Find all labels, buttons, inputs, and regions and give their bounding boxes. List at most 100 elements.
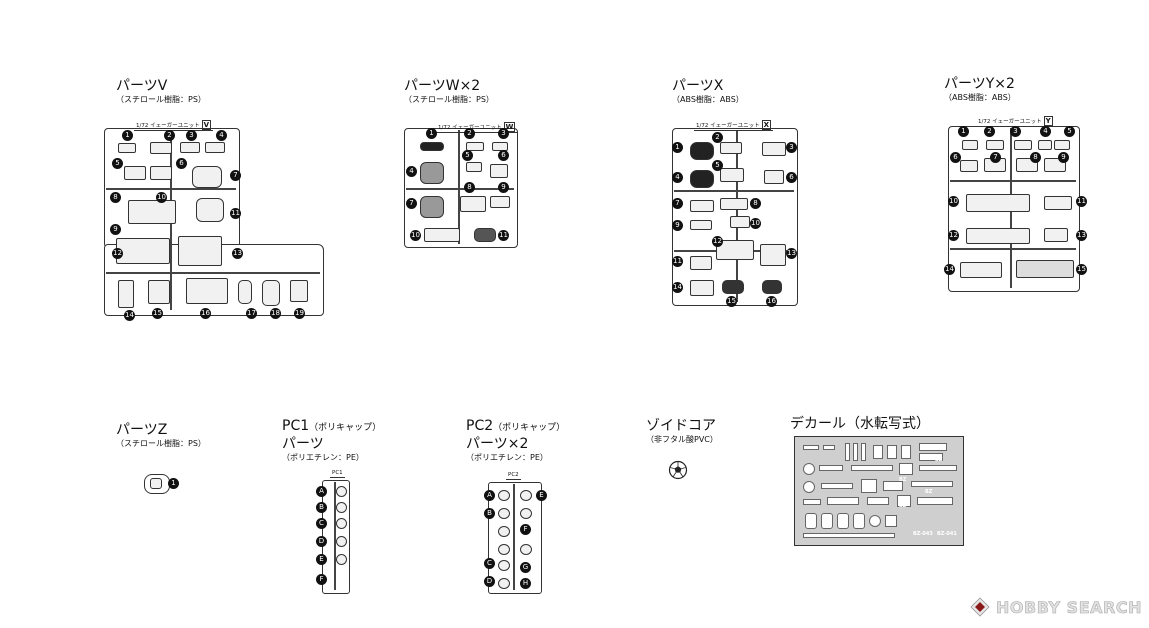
sprue-x-number: 9 bbox=[672, 220, 683, 231]
sprue-x-number: 14 bbox=[672, 282, 683, 293]
sprue-w-number: 11 bbox=[498, 230, 509, 241]
sprue-x-number: 12 bbox=[712, 236, 723, 247]
parts-x-heading: パーツX （ABS樹脂：ABS） bbox=[672, 78, 744, 105]
sprue-v-number: 2 bbox=[164, 130, 175, 141]
sprue-w-number: 5 bbox=[462, 150, 473, 161]
sprue-v-number: 4 bbox=[216, 130, 227, 141]
sprue-w-number: 4 bbox=[406, 166, 417, 177]
pc1-letter: D bbox=[316, 536, 327, 547]
decal-label: BZ bbox=[925, 489, 933, 495]
sprue-y-number: 3 bbox=[1010, 126, 1021, 137]
sprue-y-number: 4 bbox=[1040, 126, 1051, 137]
sprue-v-number: 18 bbox=[270, 308, 281, 319]
sprue-x-number: 7 bbox=[672, 198, 683, 209]
pc1-title-note: （ポリキャップ） bbox=[309, 423, 382, 433]
zoid-core-title: ゾイドコア bbox=[646, 418, 716, 434]
decal-title: デカール（水転写式） bbox=[790, 416, 930, 432]
sprue-x-number: 15 bbox=[726, 296, 737, 307]
pc1-material: （ポリエチレン：PE） bbox=[282, 453, 364, 462]
sprue-v-number: 7 bbox=[230, 170, 241, 181]
sprue-v-number: 11 bbox=[230, 208, 241, 219]
sprue-x-number: 13 bbox=[786, 248, 797, 259]
sprue-x-number: 4 bbox=[672, 172, 683, 183]
pc2-letter: G bbox=[520, 562, 531, 573]
sprue-w-number: 1 bbox=[426, 128, 437, 139]
sprue-x-number: 16 bbox=[766, 296, 777, 307]
parts-w-heading: パーツW×2 （スチロール樹脂：PS） bbox=[404, 78, 494, 105]
sprue-z-number: 1 bbox=[168, 478, 179, 489]
sprue-x-number: 2 bbox=[712, 132, 723, 143]
pc2-letter: C bbox=[484, 558, 495, 569]
sprue-w-number: 2 bbox=[464, 128, 475, 139]
sprue-x-number: 6 bbox=[786, 172, 797, 183]
sprue-x-number: 5 bbox=[712, 160, 723, 171]
hobby-search-watermark: HOBBY SEARCH bbox=[970, 597, 1142, 617]
sprue-v-number: 13 bbox=[232, 248, 243, 259]
sprue-y-number: 7 bbox=[990, 152, 1001, 163]
sprue-w-number: 9 bbox=[498, 182, 509, 193]
sprue-v-number: 14 bbox=[124, 310, 135, 321]
sprue-w-number: 8 bbox=[464, 182, 475, 193]
sprue-v-number: 9 bbox=[110, 224, 121, 235]
parts-w-title: パーツW×2 bbox=[404, 78, 481, 94]
sprue-w-number: 6 bbox=[498, 150, 509, 161]
sprue-x-number: 11 bbox=[672, 256, 683, 267]
pc2-heading: PC2（ポリキャップ） パーツ×2 （ポリエチレン：PE） bbox=[466, 418, 565, 463]
pc2-title-note: （ポリキャップ） bbox=[493, 423, 566, 433]
sprue-y-number: 1 bbox=[958, 126, 969, 137]
hobby-search-logo-icon bbox=[970, 597, 990, 617]
sprue-w-number: 3 bbox=[498, 128, 509, 139]
pc2-letter: H bbox=[520, 578, 531, 589]
pc2-title-parts: パーツ×2 bbox=[466, 436, 529, 452]
pc2-tag: PC2 bbox=[506, 472, 521, 480]
sprue-y-number: 5 bbox=[1064, 126, 1075, 137]
pc1-title: PC1 bbox=[282, 418, 310, 434]
decal-label: BZ-041 bbox=[937, 531, 957, 537]
parts-v-title: パーツV bbox=[116, 78, 168, 94]
pc2-title: PC2 bbox=[466, 418, 494, 434]
pc1-heading: PC1（ポリキャップ） パーツ （ポリエチレン：PE） bbox=[282, 418, 381, 463]
pc2-letter: D bbox=[484, 576, 495, 587]
decal-sheet: BZ BZ BZ BZ BZ-043 BZ-041 bbox=[794, 436, 964, 546]
sprue-v-number: 15 bbox=[152, 308, 163, 319]
sprue-y-number: 10 bbox=[948, 196, 959, 207]
sprue-x-number: 3 bbox=[786, 142, 797, 153]
sprue-x-number: 10 bbox=[750, 218, 761, 229]
decal-label: BZ bbox=[899, 503, 907, 509]
parts-y-title: パーツY×2 bbox=[944, 76, 1015, 92]
sprue-v-number: 17 bbox=[246, 308, 257, 319]
sprue-v-number: 10 bbox=[156, 192, 167, 203]
parts-y-heading: パーツY×2 （ABS樹脂：ABS） bbox=[944, 76, 1016, 103]
sprue-x-number: 8 bbox=[750, 198, 761, 209]
pc1-tag: PC1 bbox=[330, 470, 345, 478]
sprue-y-number: 12 bbox=[948, 230, 959, 241]
zoid-core-material: （非フタル酸PVC） bbox=[646, 435, 718, 444]
decal-label: BZ-043 bbox=[913, 531, 933, 537]
pc2-material: （ポリエチレン：PE） bbox=[466, 453, 548, 462]
pc2-letter: F bbox=[520, 524, 531, 535]
decal-label: BZ bbox=[899, 477, 907, 483]
pc1-letter: F bbox=[316, 574, 327, 585]
sprue-y-number: 13 bbox=[1076, 230, 1087, 241]
sprue-y-number: 11 bbox=[1076, 196, 1087, 207]
sprue-v-number: 1 bbox=[122, 130, 133, 141]
parts-z-title: パーツZ bbox=[116, 422, 168, 438]
zoid-core-heading: ゾイドコア （非フタル酸PVC） bbox=[646, 418, 718, 445]
sprue-v-number: 6 bbox=[176, 158, 187, 169]
pc2-letter: E bbox=[536, 490, 547, 501]
sprue-y-number: 14 bbox=[944, 264, 955, 275]
sprue-v-number: 3 bbox=[186, 130, 197, 141]
parts-v-heading: パーツV （スチロール樹脂：PS） bbox=[116, 78, 206, 105]
pc1-letter: C bbox=[316, 518, 327, 529]
pc2-letter: A bbox=[484, 490, 495, 501]
sprue-y-number: 8 bbox=[1030, 152, 1041, 163]
sprue-v-number: 19 bbox=[294, 308, 305, 319]
pc1-title-parts: パーツ bbox=[282, 436, 324, 452]
parts-x-title: パーツX bbox=[672, 78, 724, 94]
pc1-letter: E bbox=[316, 554, 327, 565]
pc1-frame bbox=[322, 480, 350, 594]
pc2-frame bbox=[488, 482, 542, 594]
sprue-v-number: 16 bbox=[200, 308, 211, 319]
